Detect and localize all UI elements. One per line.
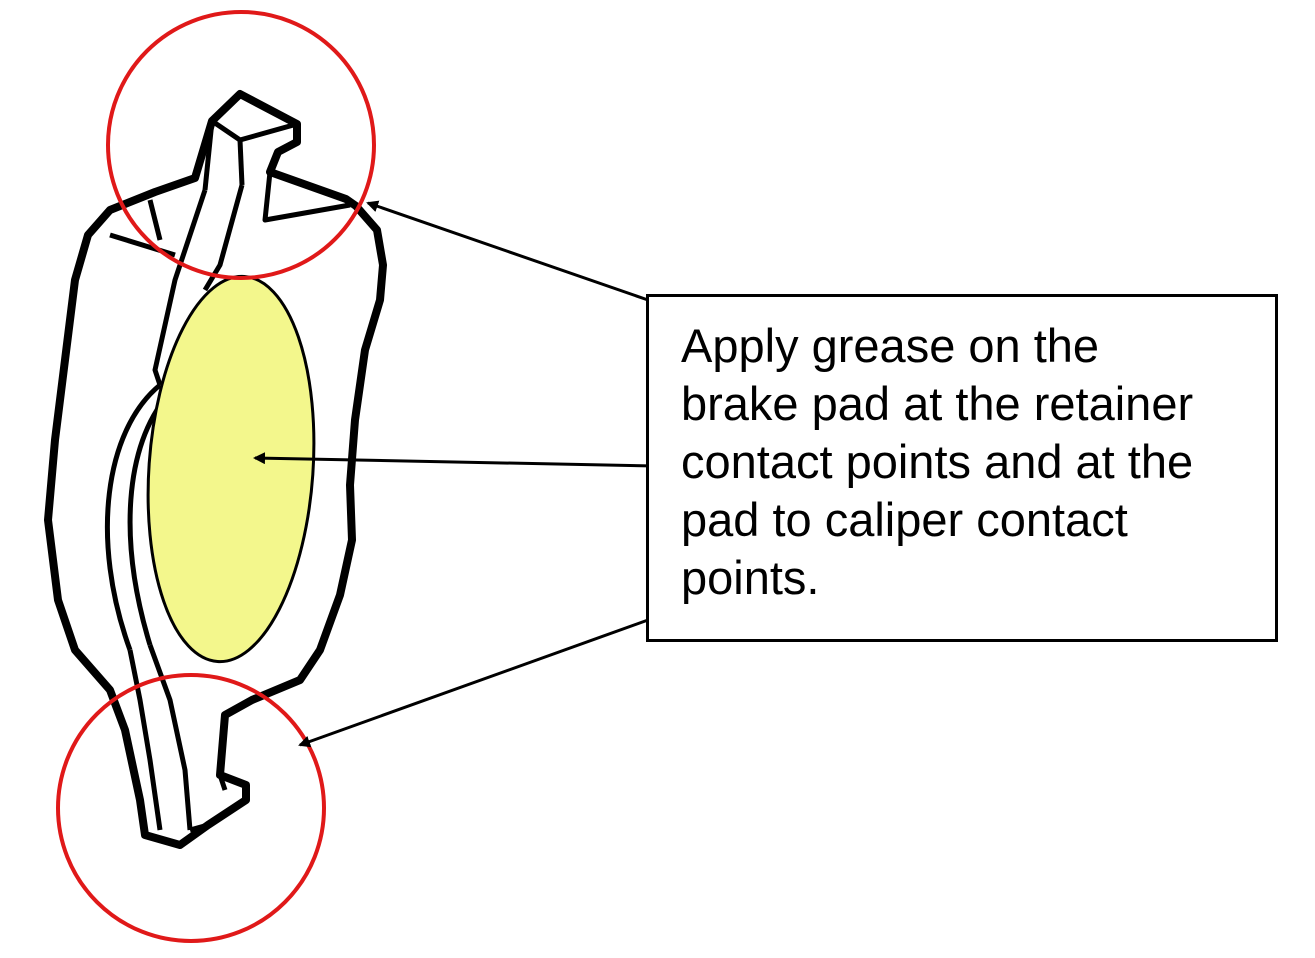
brake-pad-outline bbox=[44, 90, 387, 849]
instruction-line: pad to caliper contact bbox=[681, 493, 1128, 546]
brake-pad-details bbox=[104, 91, 351, 833]
instruction-line: points. bbox=[681, 551, 820, 604]
instruction-line: contact points and at the bbox=[681, 435, 1194, 488]
top-contact-point-circle bbox=[106, 10, 376, 280]
arrow-to-grease-area bbox=[253, 452, 656, 468]
instruction-text: Apply grease on the brake pad at the ret… bbox=[681, 317, 1261, 607]
bottom-contact-point-circle bbox=[56, 673, 326, 943]
instruction-line: Apply grease on the bbox=[681, 319, 1100, 372]
arrow-to-top-contact bbox=[366, 200, 649, 302]
instruction-line: brake pad at the retainer bbox=[681, 377, 1194, 430]
instruction-callout-box: Apply grease on the brake pad at the ret… bbox=[646, 294, 1278, 642]
arrow-to-bottom-contact bbox=[298, 618, 649, 748]
